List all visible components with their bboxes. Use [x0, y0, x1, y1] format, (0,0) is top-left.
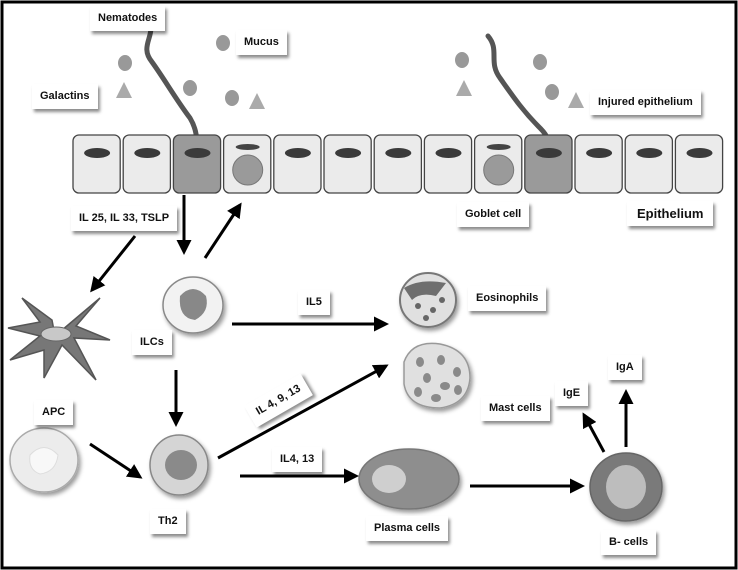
cell-nucleus	[184, 148, 211, 158]
arrow-to-apc	[90, 235, 137, 293]
label-mucus: Mucus	[236, 30, 287, 55]
cell-nucleus	[435, 148, 462, 158]
b-cell	[589, 452, 663, 522]
label-il5: IL5	[298, 290, 330, 315]
epithelial-cell	[273, 134, 322, 194]
apc-cell	[7, 297, 111, 381]
epithelium-layer	[72, 134, 724, 194]
injured-epithelial-cell	[524, 134, 573, 194]
label-plasma-cells: Plasma cells	[366, 516, 449, 541]
mucus-vesicle	[483, 154, 515, 186]
epithelial-cell	[624, 134, 674, 194]
label-cytokines-il25: IL 25, IL 33, TSLP	[71, 206, 178, 231]
cell-nucleus	[586, 148, 613, 158]
arrow-bcell-to-ige	[582, 412, 606, 453]
cell-nucleus	[335, 148, 362, 158]
cell-nucleus	[84, 148, 111, 158]
label-il4-13: IL4, 13	[272, 447, 323, 472]
label-th2: Th2	[150, 509, 186, 534]
arrow-th2-to-mast	[217, 364, 389, 460]
epithelial-cell	[373, 134, 423, 194]
epithelial-cell	[423, 134, 473, 194]
goblet-nucleus	[486, 144, 511, 150]
label-iga: IgA	[608, 355, 642, 380]
epithelial-cell	[72, 134, 121, 194]
galactin-particles	[116, 80, 584, 109]
cell-nucleus	[385, 148, 412, 158]
apc-round-cell	[9, 427, 79, 493]
eosinophil-cell	[399, 272, 457, 328]
epithelial-cell	[323, 134, 372, 194]
label-ilcs: ILCs	[132, 330, 172, 355]
label-galactins: Galactins	[32, 84, 98, 109]
label-b-cells: B- cells	[601, 530, 657, 555]
label-nematodes: Nematodes	[90, 6, 166, 31]
epithelial-cell	[574, 134, 623, 194]
plasma-cell	[358, 448, 460, 510]
label-eosinophils: Eosinophils	[468, 286, 547, 311]
label-ige: IgE	[555, 381, 589, 406]
arrow-ilc-to-epi	[203, 202, 242, 259]
epithelial-cell	[122, 134, 172, 194]
injured-epithelial-cell	[172, 134, 222, 194]
epithelial-cell	[674, 134, 724, 194]
label-mast-cells: Mast cells	[481, 396, 550, 421]
cell-nucleus	[686, 148, 713, 158]
th2-cell	[149, 434, 209, 496]
nematode-left	[144, 15, 200, 153]
label-apc: APC	[34, 400, 74, 425]
cell-nucleus	[134, 148, 161, 158]
cell-nucleus	[284, 148, 311, 158]
mucus-particles	[118, 35, 559, 106]
arrows	[89, 195, 634, 494]
cell-nucleus	[535, 148, 562, 158]
label-epithelium: Epithelium	[627, 201, 714, 226]
label-goblet-cell: Goblet cell	[457, 202, 530, 227]
arrow-apc-to-th2	[89, 442, 143, 479]
label-injured-epithelium: Injured epithelium	[590, 90, 701, 115]
mucus-vesicle	[232, 154, 264, 186]
ilc-cell	[162, 276, 224, 334]
cell-nucleus	[636, 148, 663, 158]
goblet-nucleus	[235, 144, 260, 150]
mast-cell	[403, 342, 471, 409]
